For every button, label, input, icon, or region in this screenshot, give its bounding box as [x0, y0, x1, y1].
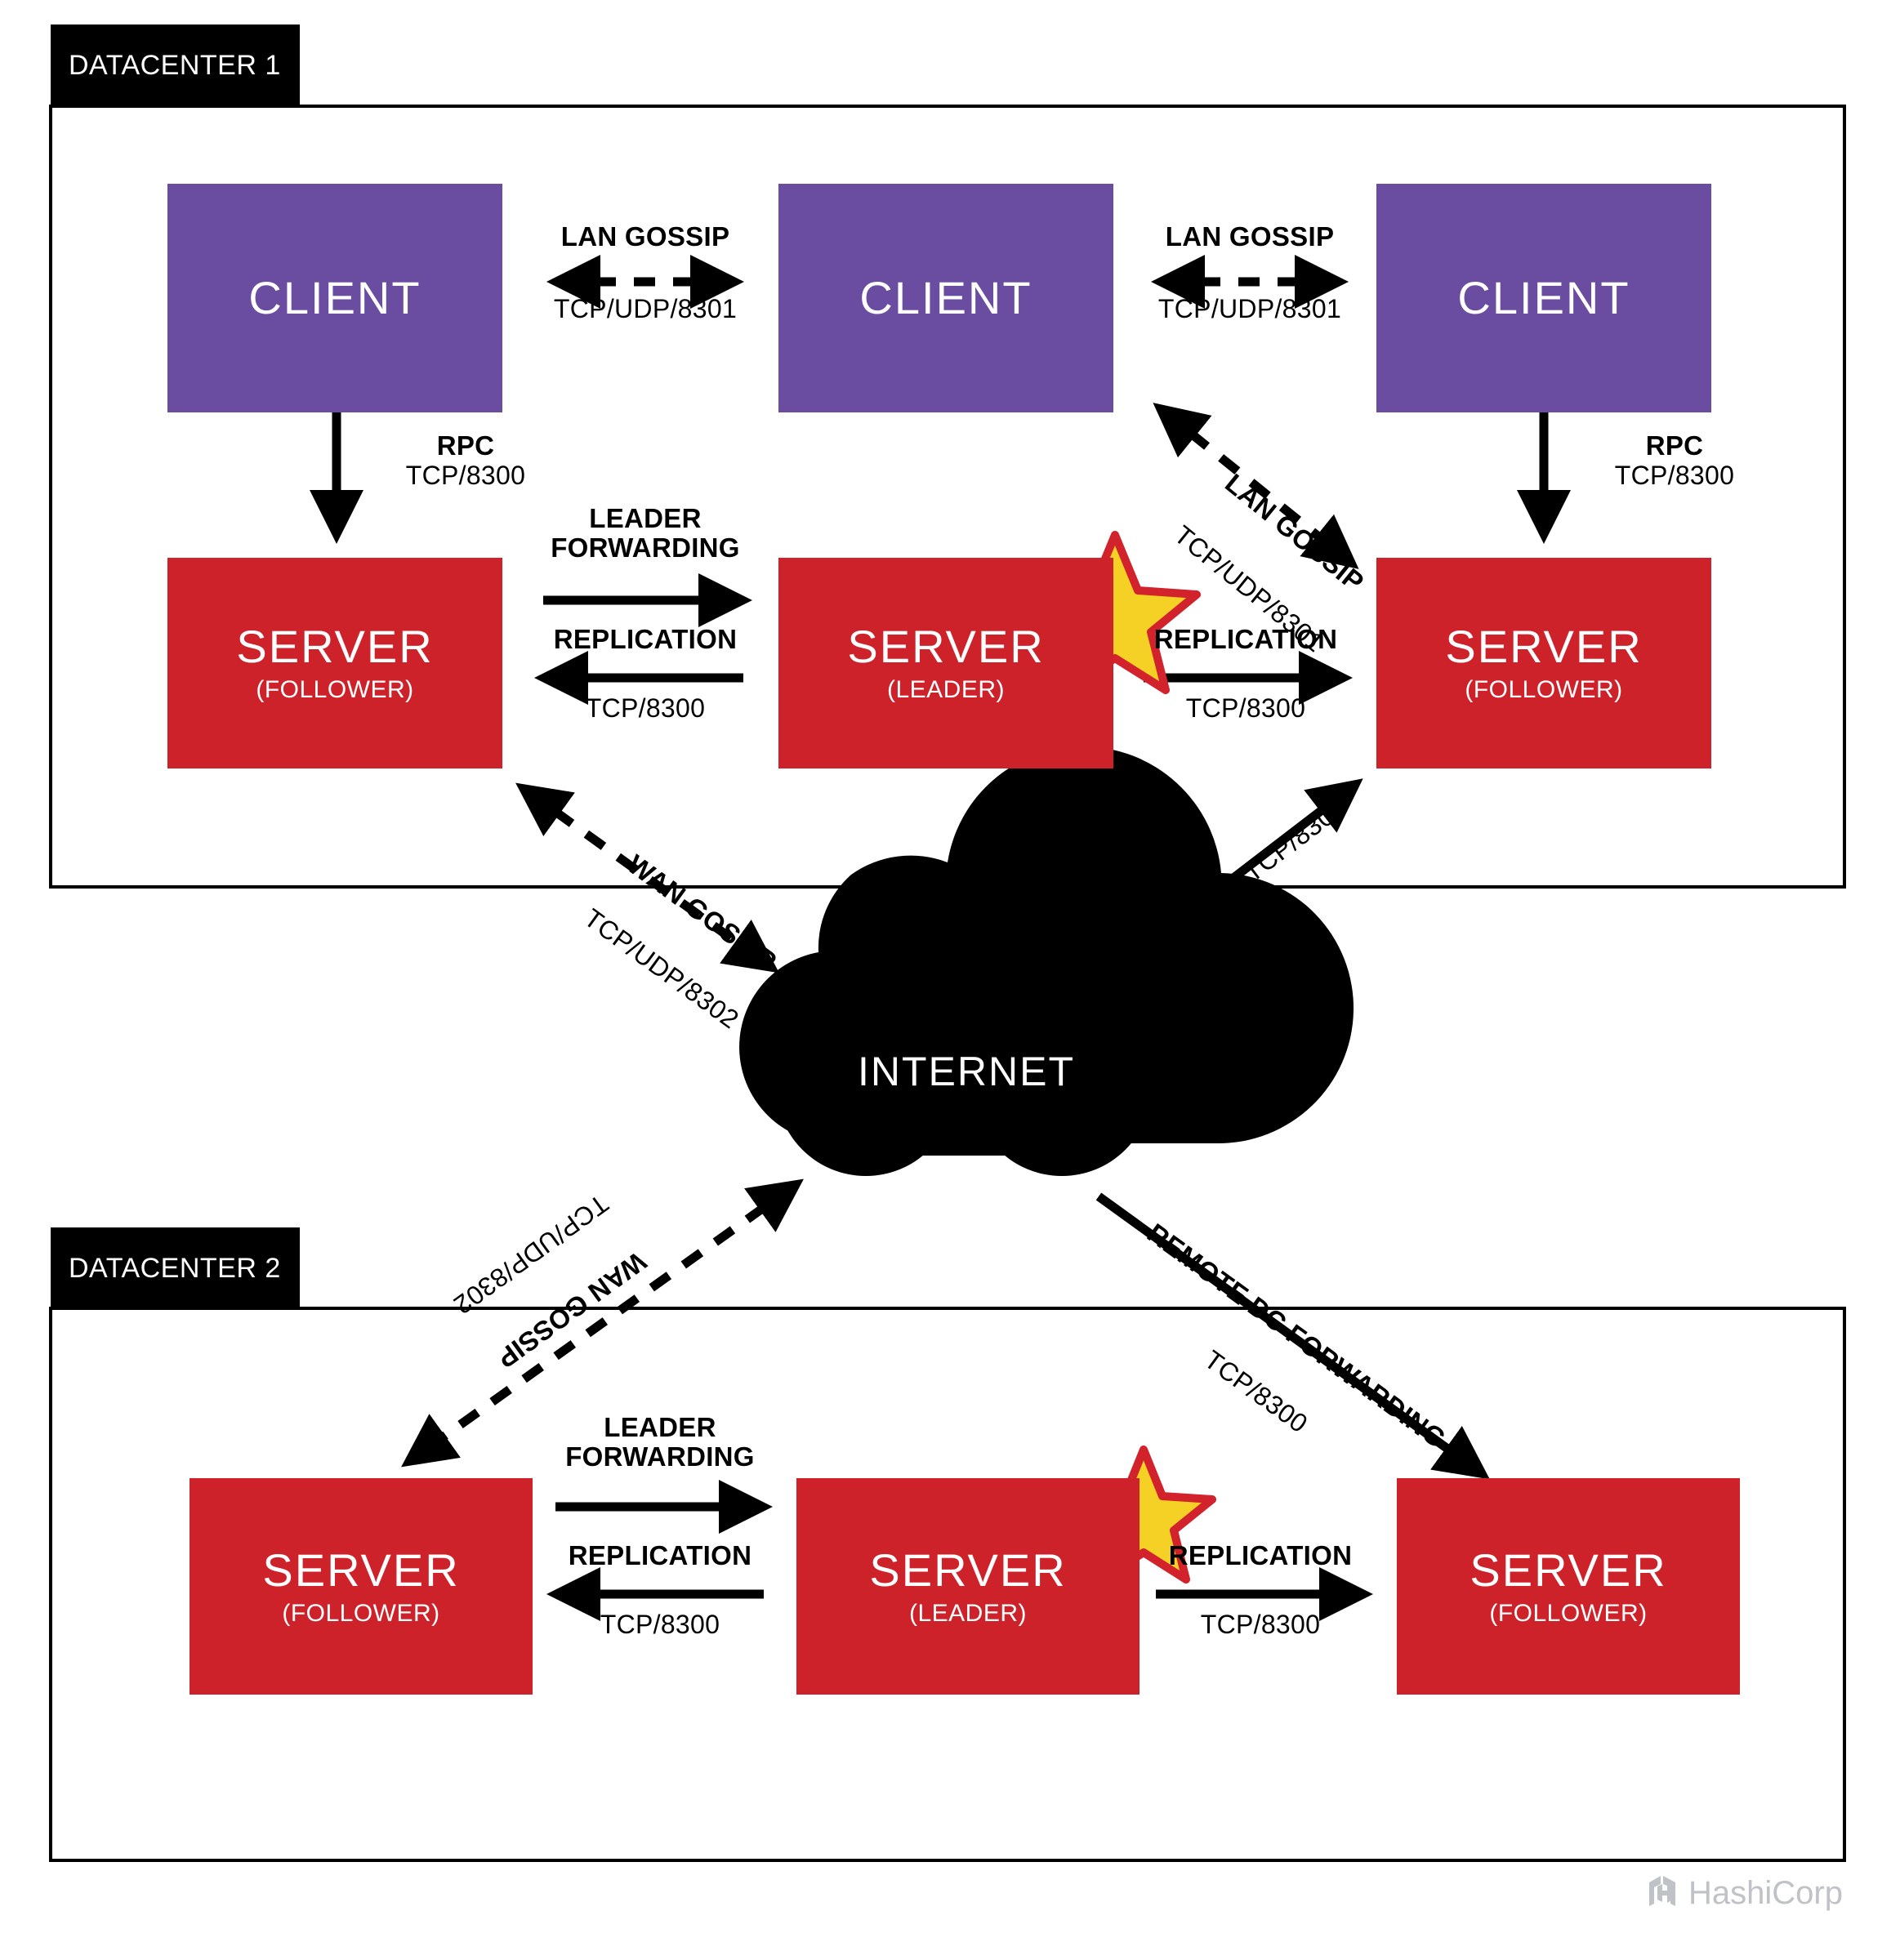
label-replication-right-dc1: REPLICATION TCP/8300: [1115, 624, 1376, 724]
label-rpc-right-port: TCP/8300: [1614, 460, 1735, 490]
dc1-server-follower-right[interactable]: SERVER (FOLLOWER): [1376, 558, 1711, 768]
arrow-wan-gossip-top: [515, 782, 779, 973]
dc2-server-follower-right[interactable]: SERVER (FOLLOWER): [1397, 1478, 1740, 1695]
dc1-client-2-title: CLIENT: [859, 272, 1032, 323]
label-lan-gossip-c1-c2: LAN GOSSIP TCP/UDP/8301: [515, 221, 776, 324]
hashicorp-wordmark: HashiCorp: [1688, 1874, 1843, 1911]
label-lan-gossip-c2-c3-port: TCP/UDP/8301: [1157, 293, 1342, 323]
dc1-server-leader[interactable]: SERVER (LEADER): [778, 558, 1113, 768]
hashicorp-mark-icon: [1649, 1876, 1675, 1906]
dc1-server-2-title: SERVER: [847, 621, 1045, 672]
datacenter-2-label: DATACENTER 2: [69, 1252, 281, 1284]
label-replication-right-dc1-name: REPLICATION: [1153, 624, 1338, 654]
label-lan-gossip-c1-c2-port: TCP/UDP/8301: [553, 293, 738, 323]
label-replication-left-dc1-port: TCP/8300: [585, 693, 706, 723]
datacenter-1-frame: [49, 105, 1846, 889]
dc1-client-3[interactable]: CLIENT: [1376, 184, 1711, 412]
label-replication-left-dc2-port: TCP/8300: [600, 1609, 720, 1639]
label-rpc-right: RPC TCP/8300: [1568, 430, 1781, 491]
dc1-server-3-role: (FOLLOWER): [1465, 676, 1623, 703]
dc1-server-1-title: SERVER: [236, 621, 434, 672]
dc2-server-1-title: SERVER: [262, 1544, 460, 1596]
label-leader-forwarding-dc2: LEADER FORWARDING: [529, 1412, 791, 1472]
label-leader-forwarding-dc1: LEADER FORWARDING: [515, 503, 776, 564]
dc2-server-3-role: (FOLLOWER): [1489, 1599, 1648, 1627]
datacenter-1-tab: DATACENTER 1: [51, 24, 300, 106]
label-leader-forwarding-dc2-line1: LEADER: [604, 1412, 716, 1442]
dc2-server-3-title: SERVER: [1470, 1544, 1667, 1596]
dc1-client-3-title: CLIENT: [1457, 272, 1630, 323]
label-leader-forwarding-dc2-line2: FORWARDING: [565, 1441, 755, 1472]
internet-cloud-icon: [739, 746, 1354, 1176]
label-leader-forwarding-dc1-line1: LEADER: [589, 503, 702, 533]
dc2-server-2-role: (LEADER): [908, 1599, 1028, 1627]
dc1-server-3-title: SERVER: [1445, 621, 1643, 672]
dc2-server-follower-left[interactable]: SERVER (FOLLOWER): [190, 1478, 533, 1695]
label-replication-right-dc2-name: REPLICATION: [1168, 1540, 1353, 1570]
datacenter-2-frame: [49, 1307, 1846, 1862]
dc1-server-follower-left[interactable]: SERVER (FOLLOWER): [167, 558, 502, 768]
arrow-lan-gossip-diagonal: [1153, 403, 1359, 569]
arrow-wan-gossip-bottom: [401, 1178, 804, 1468]
dc2-server-leader[interactable]: SERVER (LEADER): [796, 1478, 1140, 1695]
label-replication-right-dc2-port: TCP/8300: [1200, 1609, 1321, 1639]
label-replication-left-dc2: REPLICATION TCP/8300: [529, 1540, 791, 1640]
label-replication-left-dc1: REPLICATION TCP/8300: [515, 624, 776, 724]
dc2-server-1-role: (FOLLOWER): [282, 1599, 440, 1627]
label-rpc-left: RPC TCP/8300: [359, 430, 572, 491]
label-rpc-left-port: TCP/8300: [405, 460, 526, 490]
label-replication-left-dc2-name: REPLICATION: [568, 1540, 752, 1570]
label-replication-left-dc1-name: REPLICATION: [553, 624, 738, 654]
dc1-client-1-title: CLIENT: [248, 272, 421, 323]
datacenter-2-tab: DATACENTER 2: [51, 1227, 300, 1309]
label-leader-forwarding-dc1-line2: FORWARDING: [551, 532, 740, 564]
label-rpc-right-name: RPC: [1645, 430, 1704, 461]
label-replication-right-dc2: REPLICATION TCP/8300: [1130, 1540, 1391, 1640]
arrow-remote-dc-forwarding: [1095, 1192, 1490, 1480]
dc1-server-2-role: (LEADER): [886, 676, 1006, 703]
label-lan-gossip-c1-c2-name: LAN GOSSIP: [560, 221, 730, 252]
hashicorp-logo: HashiCorp: [1646, 1874, 1843, 1912]
label-rpc-left-name: RPC: [436, 430, 495, 461]
dc1-client-1[interactable]: CLIENT: [167, 184, 502, 412]
label-replication-right-dc1-port: TCP/8300: [1185, 693, 1306, 723]
dc1-server-1-role: (FOLLOWER): [256, 676, 414, 703]
dc1-client-2[interactable]: CLIENT: [778, 184, 1113, 412]
label-lan-gossip-c2-c3-name: LAN GOSSIP: [1165, 221, 1335, 252]
label-lan-gossip-c2-c3: LAN GOSSIP TCP/UDP/8301: [1119, 221, 1380, 324]
dc2-server-2-title: SERVER: [869, 1544, 1067, 1596]
datacenter-1-label: DATACENTER 1: [69, 49, 281, 81]
internet-label: INTERNET: [858, 1049, 1075, 1094]
